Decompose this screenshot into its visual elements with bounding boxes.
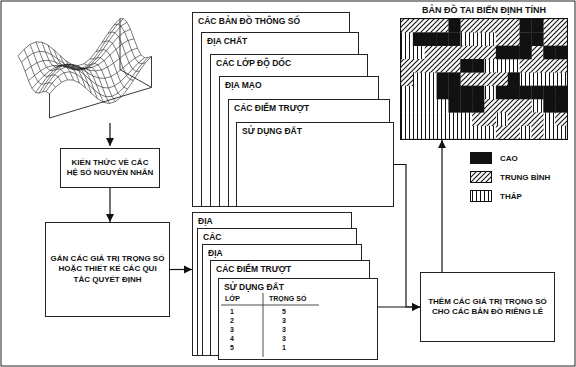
map-sheet: SỬ DỤNG ĐẤT <box>236 122 394 207</box>
terrain-illustration <box>18 19 152 118</box>
node-label: ĐỊA MẠO <box>220 77 378 90</box>
legend-label: THẤP <box>500 192 522 201</box>
map-raster <box>400 18 568 140</box>
process-box: THÊM CÁC GIÁ TRỊ TRỌNG SỐ CHO CÁC BẢN ĐỒ… <box>420 272 555 342</box>
legend-row: TRUNG BÌNH <box>470 169 550 185</box>
node-label: CÁC BẢN ĐỒ THÔNG SỐ <box>193 13 349 26</box>
node-label: THÊM CÁC GIÁ TRỊ TRỌNG SỐ CHO CÁC BẢN ĐỒ… <box>425 297 550 318</box>
table-cell: 1 2 3 4 5 <box>229 307 235 352</box>
node-label: CÁC ĐIỂM TRƯỢT <box>229 100 389 113</box>
table-cell: 5 3 3 3 1 <box>281 307 287 352</box>
legend-label: TRUNG BÌNH <box>500 173 550 182</box>
legend-swatch <box>470 171 492 183</box>
table-cell: TRỌNG SỐ <box>269 294 306 303</box>
map-sheet: SỬ DỤNG ĐẤT LỚP TRỌNG SỐ 1 2 3 4 5 5 3 3 3 1 <box>218 278 378 360</box>
node-label: CÁC ĐIỂM TRƯỢT <box>211 261 369 274</box>
legend-swatch <box>470 190 492 202</box>
hazard-map: BẢN ĐỒ TAI BIẾN ĐỊNH TÍNH <box>400 4 568 140</box>
node-label: ĐỊA <box>193 213 351 226</box>
flow-arrow <box>109 188 110 222</box>
terrain-arrow <box>109 123 110 146</box>
node-label: GÁN CÁC GIÁ TRỊ TRỌNG SỐ HOẶC THIẾT KẾ C… <box>50 254 165 285</box>
flow-arrow <box>394 165 420 308</box>
process-box: KIẾN THỨC VỀ CÁC HỆ SỐ NGUYÊN NHÂN <box>60 148 160 188</box>
node-label: ĐỊA CHẤT <box>202 33 358 46</box>
node-label: ĐỊA <box>203 245 361 258</box>
flow-arrow <box>441 140 442 272</box>
legend-row: CAO <box>470 150 550 166</box>
node-label: BẢN ĐỒ TAI BIẾN ĐỊNH TÍNH <box>400 4 568 16</box>
process-box: GÁN CÁC GIÁ TRỊ TRỌNG SỐ HOẶC THIẾT KẾ C… <box>45 222 170 317</box>
node-label: CÁC LỚP ĐỘ DỐC <box>211 55 367 68</box>
legend: CAO TRUNG BÌNH THẤP <box>470 150 550 207</box>
node-label: SỬ DỤNG ĐẤT <box>219 279 377 292</box>
table-cell: LỚP <box>225 294 240 303</box>
legend-row: THẤP <box>470 188 550 204</box>
legend-label: CAO <box>500 154 518 163</box>
flow-arrow <box>170 269 192 270</box>
node-label: CÁC <box>198 229 356 242</box>
node-label: KIẾN THỨC VỀ CÁC HỆ SỐ NGUYÊN NHÂN <box>65 158 155 179</box>
legend-swatch <box>470 152 492 164</box>
node-label: SỬ DỤNG ĐẤT <box>237 123 393 136</box>
